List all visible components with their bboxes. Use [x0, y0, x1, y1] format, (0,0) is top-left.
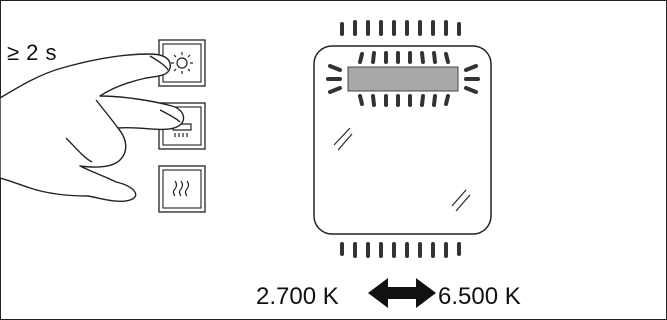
color-temperature-max-label: 6.500 K [438, 283, 521, 310]
button-heat[interactable] [158, 165, 206, 213]
heat-icon [172, 180, 190, 197]
light-glow [326, 20, 480, 258]
double-arrow-icon [368, 278, 436, 308]
hold-duration-label: ≥ 2 s [7, 40, 58, 65]
hand-illustration [0, 53, 185, 203]
color-temperature-min-label: 2.700 K [256, 283, 339, 310]
light-fixture [313, 45, 492, 235]
light-icon [171, 52, 193, 74]
